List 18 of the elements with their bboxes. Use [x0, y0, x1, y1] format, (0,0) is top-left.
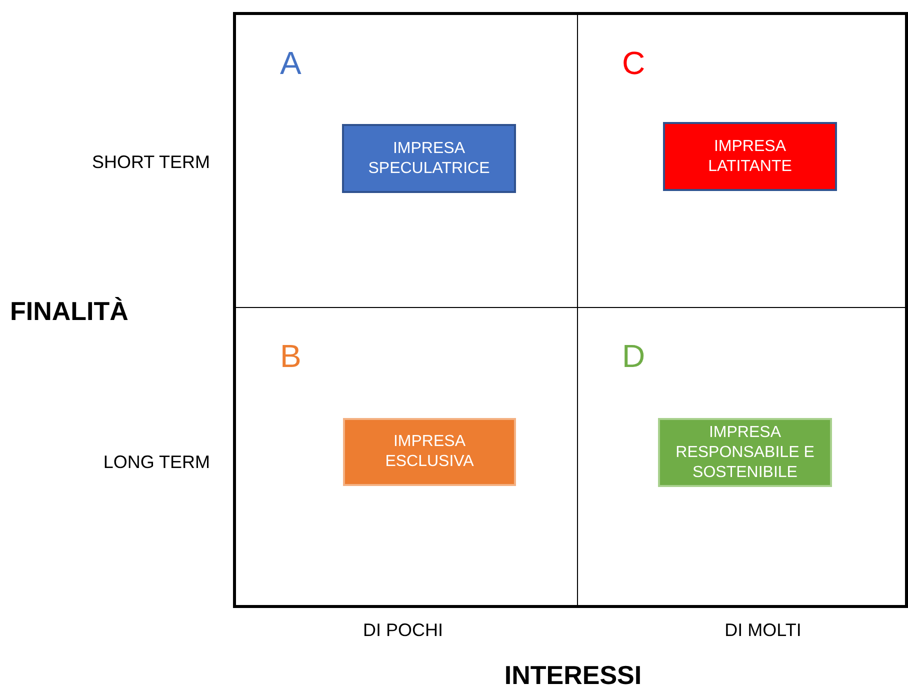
- quadrant-letter: A: [280, 47, 302, 79]
- axis-label: LONG TERM: [103, 452, 210, 473]
- quadrant-panel: [233, 12, 578, 308]
- axis-label: DI MOLTI: [724, 620, 802, 641]
- axis-label: DI POCHI: [363, 620, 443, 641]
- category-box: IMPRESA RESPONSABILE E SOSTENIBILE: [658, 418, 832, 487]
- axis-title: INTERESSI: [504, 660, 642, 686]
- category-box: IMPRESA ESCLUSIVA: [343, 418, 516, 486]
- quadrant-panel: [578, 308, 908, 608]
- axis-label: SHORT TERM: [92, 152, 210, 173]
- axis-title: FINALITÀ: [10, 296, 128, 327]
- quadrant-letter: D: [622, 340, 646, 372]
- category-box: IMPRESA SPECULATRICE: [342, 124, 516, 193]
- quadrant-panel: [233, 308, 578, 608]
- category-box: IMPRESA LATITANTE: [663, 122, 837, 191]
- quadrant-letter: B: [280, 340, 302, 372]
- quadrant-panel: [578, 12, 908, 308]
- quadrant-letter: C: [622, 47, 646, 79]
